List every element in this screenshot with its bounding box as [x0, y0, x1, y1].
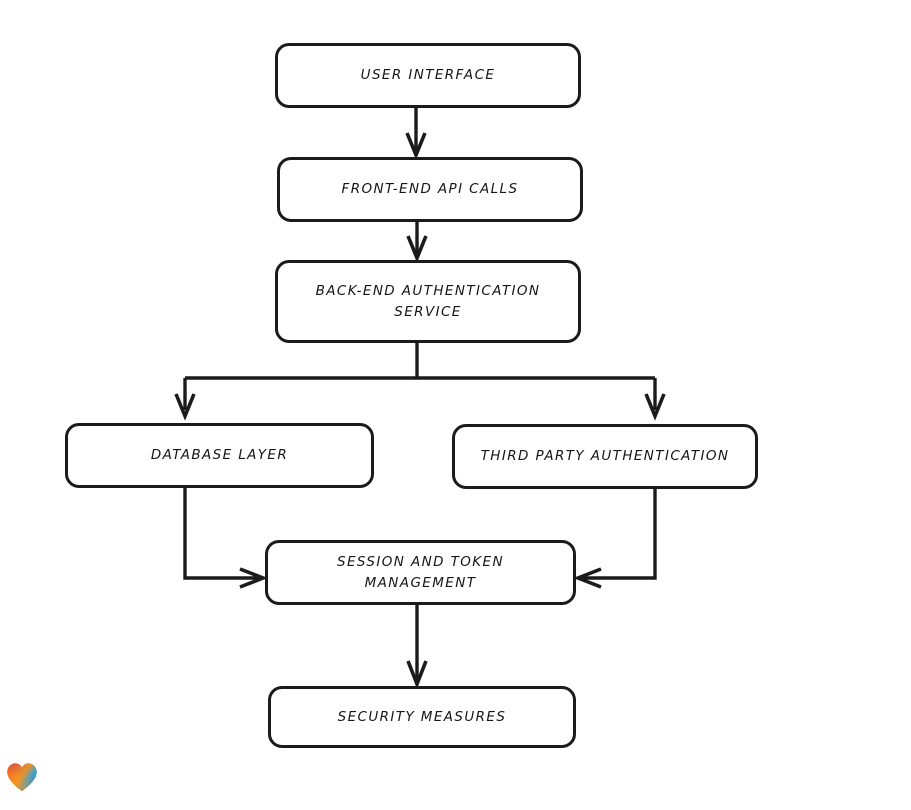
arrowhead-db-to-session: [239, 567, 268, 589]
node-front-end-api-calls-label: Front-End API Calls: [341, 181, 519, 198]
node-back-end-auth-service-label: Back-End Authentication Service: [315, 282, 541, 320]
node-session-token-mgmt[interactable]: Session and Token Management: [265, 540, 576, 605]
node-database-layer[interactable]: Database Layer: [65, 423, 374, 488]
arrowhead-session-to-security: [406, 660, 428, 689]
heart-icon: [6, 762, 38, 792]
node-user-interface-label: User Interface: [360, 67, 496, 84]
node-front-end-api-calls[interactable]: Front-End API Calls: [277, 157, 583, 222]
node-user-interface[interactable]: User Interface: [275, 43, 581, 108]
node-session-token-mgmt-label: Session and Token Management: [337, 553, 504, 591]
node-third-party-auth-label: Third Party Authentication: [480, 448, 730, 465]
node-third-party-auth[interactable]: Third Party Authentication: [452, 424, 758, 489]
node-back-end-auth-service[interactable]: Back-End Authentication Service: [275, 260, 581, 343]
node-security-measures-label: Security Measures: [337, 708, 507, 725]
arrowhead-bus-to-db: [174, 393, 196, 421]
node-database-layer-label: Database Layer: [150, 447, 289, 464]
arrowhead-thirdparty-to-session: [573, 567, 602, 589]
arrowhead-api-to-backend: [406, 235, 428, 263]
node-security-measures[interactable]: Security Measures: [268, 686, 576, 748]
arrowhead-ui-to-api: [405, 132, 427, 160]
connector-db-to-session: [183, 488, 258, 580]
connector-thirdparty-to-session: [583, 489, 657, 580]
arrowhead-bus-to-thirdparty: [644, 393, 666, 421]
